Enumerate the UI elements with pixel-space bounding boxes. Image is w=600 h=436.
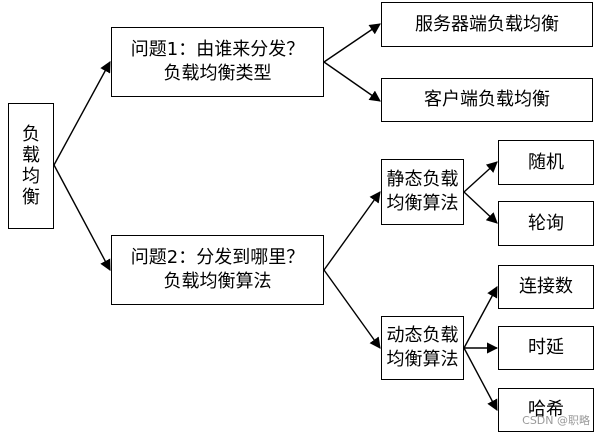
node-server-side-lb: 服务器端负载均衡 <box>381 2 593 47</box>
node-root-label: 负 载 均 衡 <box>22 124 40 208</box>
node-dynamic-algorithms-label: 动态负载 均衡算法 <box>386 325 459 370</box>
node-static-algorithms-label: 静态负载 均衡算法 <box>386 169 459 214</box>
node-round-robin-label: 轮询 <box>528 212 564 234</box>
node-connections: 连接数 <box>498 265 594 309</box>
node-hash-label: 哈希 <box>528 399 564 420</box>
node-round-robin: 轮询 <box>498 201 594 246</box>
node-client-side-lb: 客户端负载均衡 <box>381 78 593 122</box>
arrow-q1-client <box>323 61 381 102</box>
node-dynamic-algorithms: 动态负载 均衡算法 <box>381 316 464 380</box>
arrow-static-roundrobin <box>463 191 498 224</box>
node-server-side-lb-label: 服务器端负载均衡 <box>415 13 559 35</box>
arrow-q1-server <box>323 23 381 63</box>
node-connections-label: 连接数 <box>519 276 573 297</box>
node-latency: 时延 <box>498 326 594 370</box>
node-question-2-label: 问题2：分发到哪里？ 负载均衡算法 <box>130 247 305 292</box>
node-static-algorithms: 静态负载 均衡算法 <box>381 159 464 225</box>
arrow-dynamic-hash <box>463 347 498 411</box>
node-random-label: 随机 <box>528 151 564 173</box>
arrow-static-random <box>463 161 498 193</box>
arrow-root-q1 <box>53 61 111 166</box>
node-question-1-label: 问题1：由谁来分发？ 负载均衡类型 <box>130 39 305 84</box>
node-latency-label: 时延 <box>528 337 564 358</box>
node-hash: 哈希 <box>498 388 594 432</box>
node-question-2: 问题2：分发到哪里？ 负载均衡算法 <box>111 235 324 305</box>
arrow-dynamic-connections <box>463 286 498 349</box>
node-root: 负 载 均 衡 <box>8 103 54 229</box>
node-client-side-lb-label: 客户端负载均衡 <box>424 89 550 110</box>
node-random: 随机 <box>498 140 594 185</box>
arrow-q2-static <box>323 191 381 271</box>
node-question-1: 问题1：由谁来分发？ 负载均衡类型 <box>111 27 324 97</box>
arrow-q2-dynamic <box>323 269 381 349</box>
watermark: CSDN @职略 <box>522 414 590 427</box>
arrow-root-q2 <box>53 164 111 271</box>
